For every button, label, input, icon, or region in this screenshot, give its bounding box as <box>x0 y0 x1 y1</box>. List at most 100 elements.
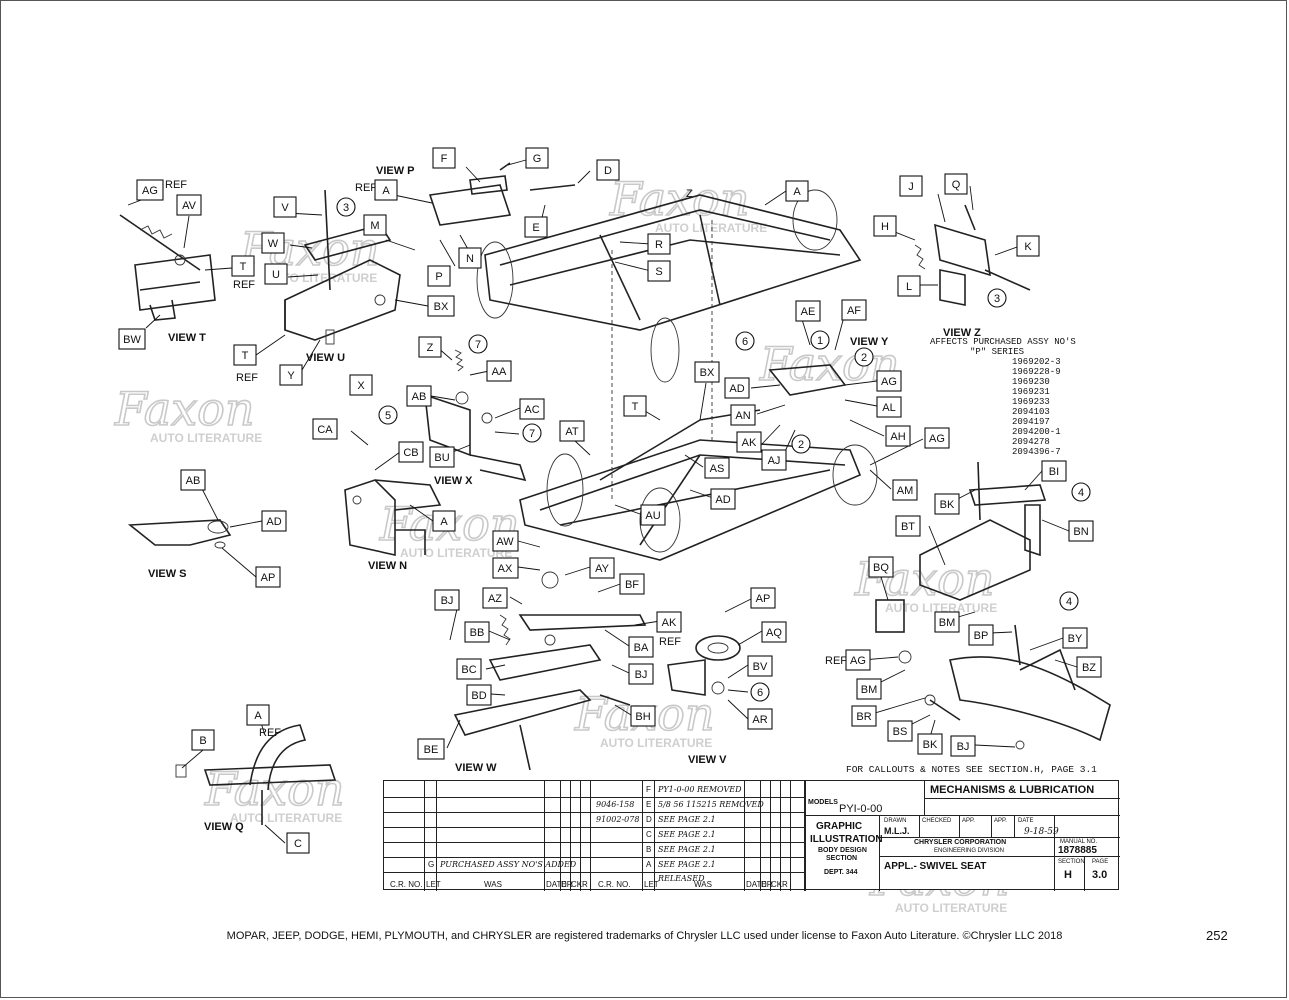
svg-text:BM: BM <box>861 684 878 696</box>
page-value: 3.0 <box>1092 869 1108 881</box>
svg-text:E: E <box>532 222 539 234</box>
rev-letter: F <box>646 785 651 794</box>
svg-text:AD: AD <box>729 383 744 395</box>
dept-label: DEPT. 344 <box>824 869 858 876</box>
svg-text:BX: BX <box>700 367 715 379</box>
callout-a4: A <box>246 704 270 726</box>
callout-d: D <box>596 159 620 181</box>
callout-bx2: BX <box>694 361 720 383</box>
svg-text:3: 3 <box>343 202 349 214</box>
callout-q: Q <box>944 173 968 195</box>
column-header: CK <box>771 880 783 889</box>
svg-text:BY: BY <box>1068 633 1083 645</box>
rev-letter: A <box>646 860 652 869</box>
svg-text:Y: Y <box>287 370 295 382</box>
affects-heading: AFFECTS PURCHASED ASSY NO'S <box>930 337 1076 347</box>
callout-ag3: AG <box>924 427 950 449</box>
view-x-label: VIEW X <box>434 475 473 487</box>
callout-a2: A <box>785 180 809 202</box>
date-value: 9-18-59 <box>1024 827 1059 837</box>
callout-ap: AP <box>255 566 281 588</box>
callout-bu: BU <box>429 446 455 468</box>
svg-text:BK: BK <box>940 499 955 511</box>
view-q-label: VIEW Q <box>204 821 244 833</box>
callout-ad3: AD <box>261 510 287 532</box>
trademark-footer: MOPAR, JEEP, DODGE, HEMI, PLYMOUTH, and … <box>226 930 1063 942</box>
svg-text:7: 7 <box>475 339 481 351</box>
callout-bf: BF <box>619 573 645 595</box>
column-header: R <box>582 880 588 889</box>
view-v-label: VIEW V <box>688 754 727 766</box>
callout-3: 3 <box>336 197 356 217</box>
callout-bp: BP <box>968 624 994 646</box>
series-heading: "P" SERIES <box>970 347 1025 357</box>
callout-ag2: AG <box>876 370 902 392</box>
svg-text:AUTO LITERATURE: AUTO LITERATURE <box>150 431 262 445</box>
callout-ap2: AP <box>750 587 776 609</box>
ref-label: REF <box>236 372 258 384</box>
svg-text:BH: BH <box>635 711 650 723</box>
view-s-label: VIEW S <box>148 568 187 580</box>
affects-note: AFFECTS PURCHASED ASSY NO'S "P" SERIES 1… <box>930 337 1090 457</box>
view-s-drawing <box>127 519 232 549</box>
view-p-drawing <box>428 162 576 226</box>
svg-text:6: 6 <box>757 687 763 699</box>
callout-k: K <box>1016 235 1040 257</box>
callout-bz: BZ <box>1076 656 1102 678</box>
svg-text:L: L <box>906 281 912 293</box>
callout-ad: AD <box>724 377 750 399</box>
svg-text:AX: AX <box>498 563 513 575</box>
svg-text:D: D <box>604 165 612 177</box>
svg-text:R: R <box>655 239 663 251</box>
callout-af: AF <box>841 299 867 321</box>
callout-1: 1 <box>810 330 830 350</box>
svg-text:AD: AD <box>715 494 730 506</box>
callout-e: E <box>524 216 548 238</box>
callout-av: AV <box>176 194 202 216</box>
view-z-label: VIEW Z <box>943 327 981 339</box>
svg-text:AG: AG <box>881 376 897 388</box>
callout-bw: BW <box>118 328 146 350</box>
view-t-drawing <box>119 214 216 321</box>
svg-text:BW: BW <box>123 334 141 346</box>
appl-title: APPL.- SWIVEL SEAT <box>884 861 987 872</box>
rev-note: SEE PAGE 2.1 <box>658 830 716 839</box>
svg-text:T: T <box>632 401 639 413</box>
svg-text:AM: AM <box>897 485 914 497</box>
svg-text:BJ: BJ <box>441 595 454 607</box>
svg-text:AJ: AJ <box>768 455 781 467</box>
view-p-label: VIEW P <box>376 165 415 177</box>
section-label: SECTION <box>1058 859 1085 865</box>
callout-2: 2 <box>854 347 874 367</box>
rev-letter: D <box>646 815 652 824</box>
rev-note: SEE PAGE 2.1 <box>658 860 716 869</box>
division-name: ENGINEERING DIVISION <box>934 848 1005 854</box>
callout-x: X <box>349 374 373 396</box>
graphic-label: GRAPHIC <box>816 821 863 832</box>
callout-w: W <box>261 232 285 254</box>
models-label: MODELS <box>808 799 838 806</box>
svg-text:AUTO LITERATURE: AUTO LITERATURE <box>655 221 767 235</box>
ref-label: REF <box>233 279 255 291</box>
callout-bc: BC <box>456 658 482 680</box>
callout-a: A <box>374 179 398 201</box>
assy-number: 1969202-3 <box>1012 357 1061 367</box>
title-block: F PY1-0-00 REMOVED 9046-158 E 5/8 56 115… <box>383 780 1120 891</box>
callout-ak2: AK <box>656 611 682 633</box>
callout-7b: 7 <box>522 423 542 443</box>
app-label: APP. <box>962 818 975 824</box>
callout-f: F <box>432 147 456 169</box>
svg-text:X: X <box>357 380 365 392</box>
callout-bt: BT <box>895 515 921 537</box>
svg-text:BF: BF <box>625 579 639 591</box>
svg-text:AC: AC <box>524 404 539 416</box>
svg-text:AP: AP <box>756 593 771 605</box>
callout-bm: BM <box>934 611 960 633</box>
callout-3b: 3 <box>987 288 1007 308</box>
svg-text:BJ: BJ <box>635 669 648 681</box>
body-design-label: BODY DESIGN <box>818 847 867 854</box>
svg-text:4: 4 <box>1078 487 1084 499</box>
callout-ae: AE <box>795 300 821 322</box>
svg-text:AE: AE <box>801 306 816 318</box>
